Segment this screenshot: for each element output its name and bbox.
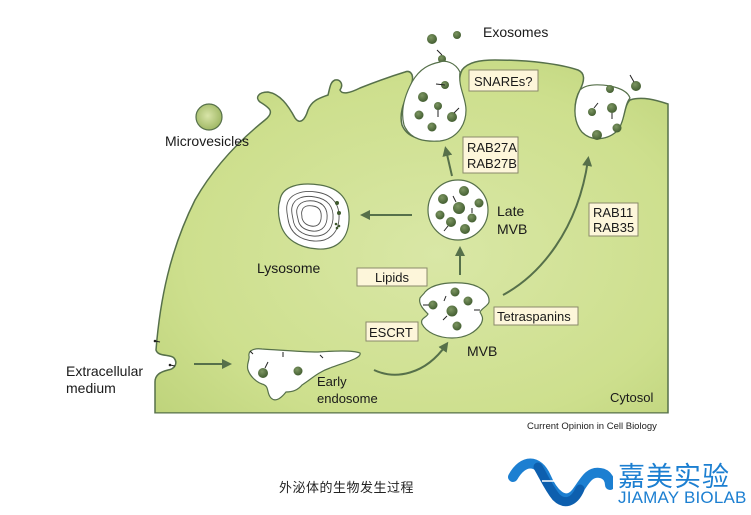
microvesicle: [195, 103, 223, 131]
mvb-fusion-left: [401, 60, 467, 142]
rab27b-label: RAB27B: [467, 156, 517, 171]
lysosome-label: Lysosome: [257, 260, 321, 276]
mvb-label: MVB: [467, 343, 497, 359]
ilv-dot: [450, 287, 460, 297]
brand-name-en: JIAMAY BIOLAB: [618, 488, 747, 507]
lysosome-dot: [335, 201, 339, 205]
lipids-box: Lipids: [356, 267, 428, 287]
source-credit: Current Opinion in Cell Biology: [527, 421, 657, 432]
late-mvb: [427, 179, 489, 241]
ilv-dot: [463, 296, 473, 306]
early-endosome-label-line1: Early: [317, 374, 347, 389]
rab11-box: RAB11 RAB35: [588, 202, 639, 237]
ilv-dot: [446, 305, 458, 317]
lysosome-dot: [337, 224, 341, 228]
exosome-dot: [427, 34, 437, 44]
late-mvb-label-line2: MVB: [497, 221, 527, 237]
lipids-label: Lipids: [375, 270, 409, 285]
arrow-mvb-to-recycling-release: [502, 156, 593, 296]
exosome-dot: [606, 85, 614, 93]
wave-logo-icon: [508, 458, 613, 507]
exosome-dot: [453, 31, 461, 39]
rab35-label: RAB35: [593, 220, 634, 235]
tetraspanins-box: Tetraspanins: [493, 306, 579, 326]
escrt-label: ESCRT: [369, 325, 413, 340]
tetraspanins-label: Tetraspanins: [497, 309, 571, 324]
figure-title: 外泌体的生物发生过程: [279, 481, 415, 496]
early-endosome: [246, 348, 361, 401]
arrow-early-endosome-to-mvb: [373, 341, 449, 376]
mvb-fusion-right: [574, 74, 641, 140]
escrt-box: ESCRT: [365, 321, 419, 342]
exosome-dot: [418, 92, 428, 102]
exosome-dot: [414, 110, 424, 120]
ilv-dot: [438, 194, 448, 204]
endosome-dot: [293, 366, 303, 376]
lysosome: [277, 183, 350, 250]
exosome-dot: [607, 103, 617, 113]
ilv-dot: [446, 217, 456, 227]
ilv-dot: [460, 224, 470, 234]
rab27-box: RAB27A RAB27B: [462, 136, 519, 174]
microvesicles-label: Microvesicles: [165, 133, 249, 149]
lysosome-dot: [334, 222, 338, 226]
exosome-dot: [427, 122, 437, 132]
ilv-dot: [467, 213, 477, 223]
exosomes-label: Exosomes: [483, 24, 548, 40]
brand-logo: 嘉美实验 JIAMAY BIOLAB: [508, 455, 748, 513]
rab27a-label: RAB27A: [467, 140, 517, 155]
exosome-dot: [612, 123, 622, 133]
released-exosomes-left: [427, 31, 461, 63]
late-mvb-label-line1: Late: [497, 203, 524, 219]
exosome-dot: [592, 130, 602, 140]
arrow-late-mvb-to-exosome-release: [442, 146, 453, 177]
exosome-dot: [588, 108, 596, 116]
snares-box: SNAREs?: [468, 69, 539, 92]
lysosome-dot: [337, 211, 341, 215]
extracellular-medium-label-line2: medium: [66, 380, 116, 396]
ilv-dot: [428, 300, 438, 310]
endosome-dot: [258, 368, 268, 378]
ilv-dot: [435, 210, 445, 220]
cytosol-label: Cytosol: [610, 390, 653, 405]
caption-bar: 外泌体的生物发生过程: [0, 470, 751, 500]
exosome-dot: [631, 81, 641, 91]
rab11-label: RAB11: [593, 205, 633, 220]
exosome-dot: [447, 112, 457, 122]
early-endosome-label-line2: endosome: [317, 391, 378, 406]
ilv-dot: [474, 198, 484, 208]
brand-name-cn: 嘉美实验: [618, 462, 730, 493]
ilv-dot: [453, 202, 465, 214]
snares-label: SNAREs?: [474, 74, 533, 89]
ilv-dot: [459, 186, 469, 196]
extracellular-medium-label-line1: Extracellular: [66, 363, 143, 379]
mvb: [419, 282, 490, 339]
ilv-dot: [452, 321, 462, 331]
lysosome-dot: [335, 226, 339, 230]
exosome-dot: [434, 102, 442, 110]
